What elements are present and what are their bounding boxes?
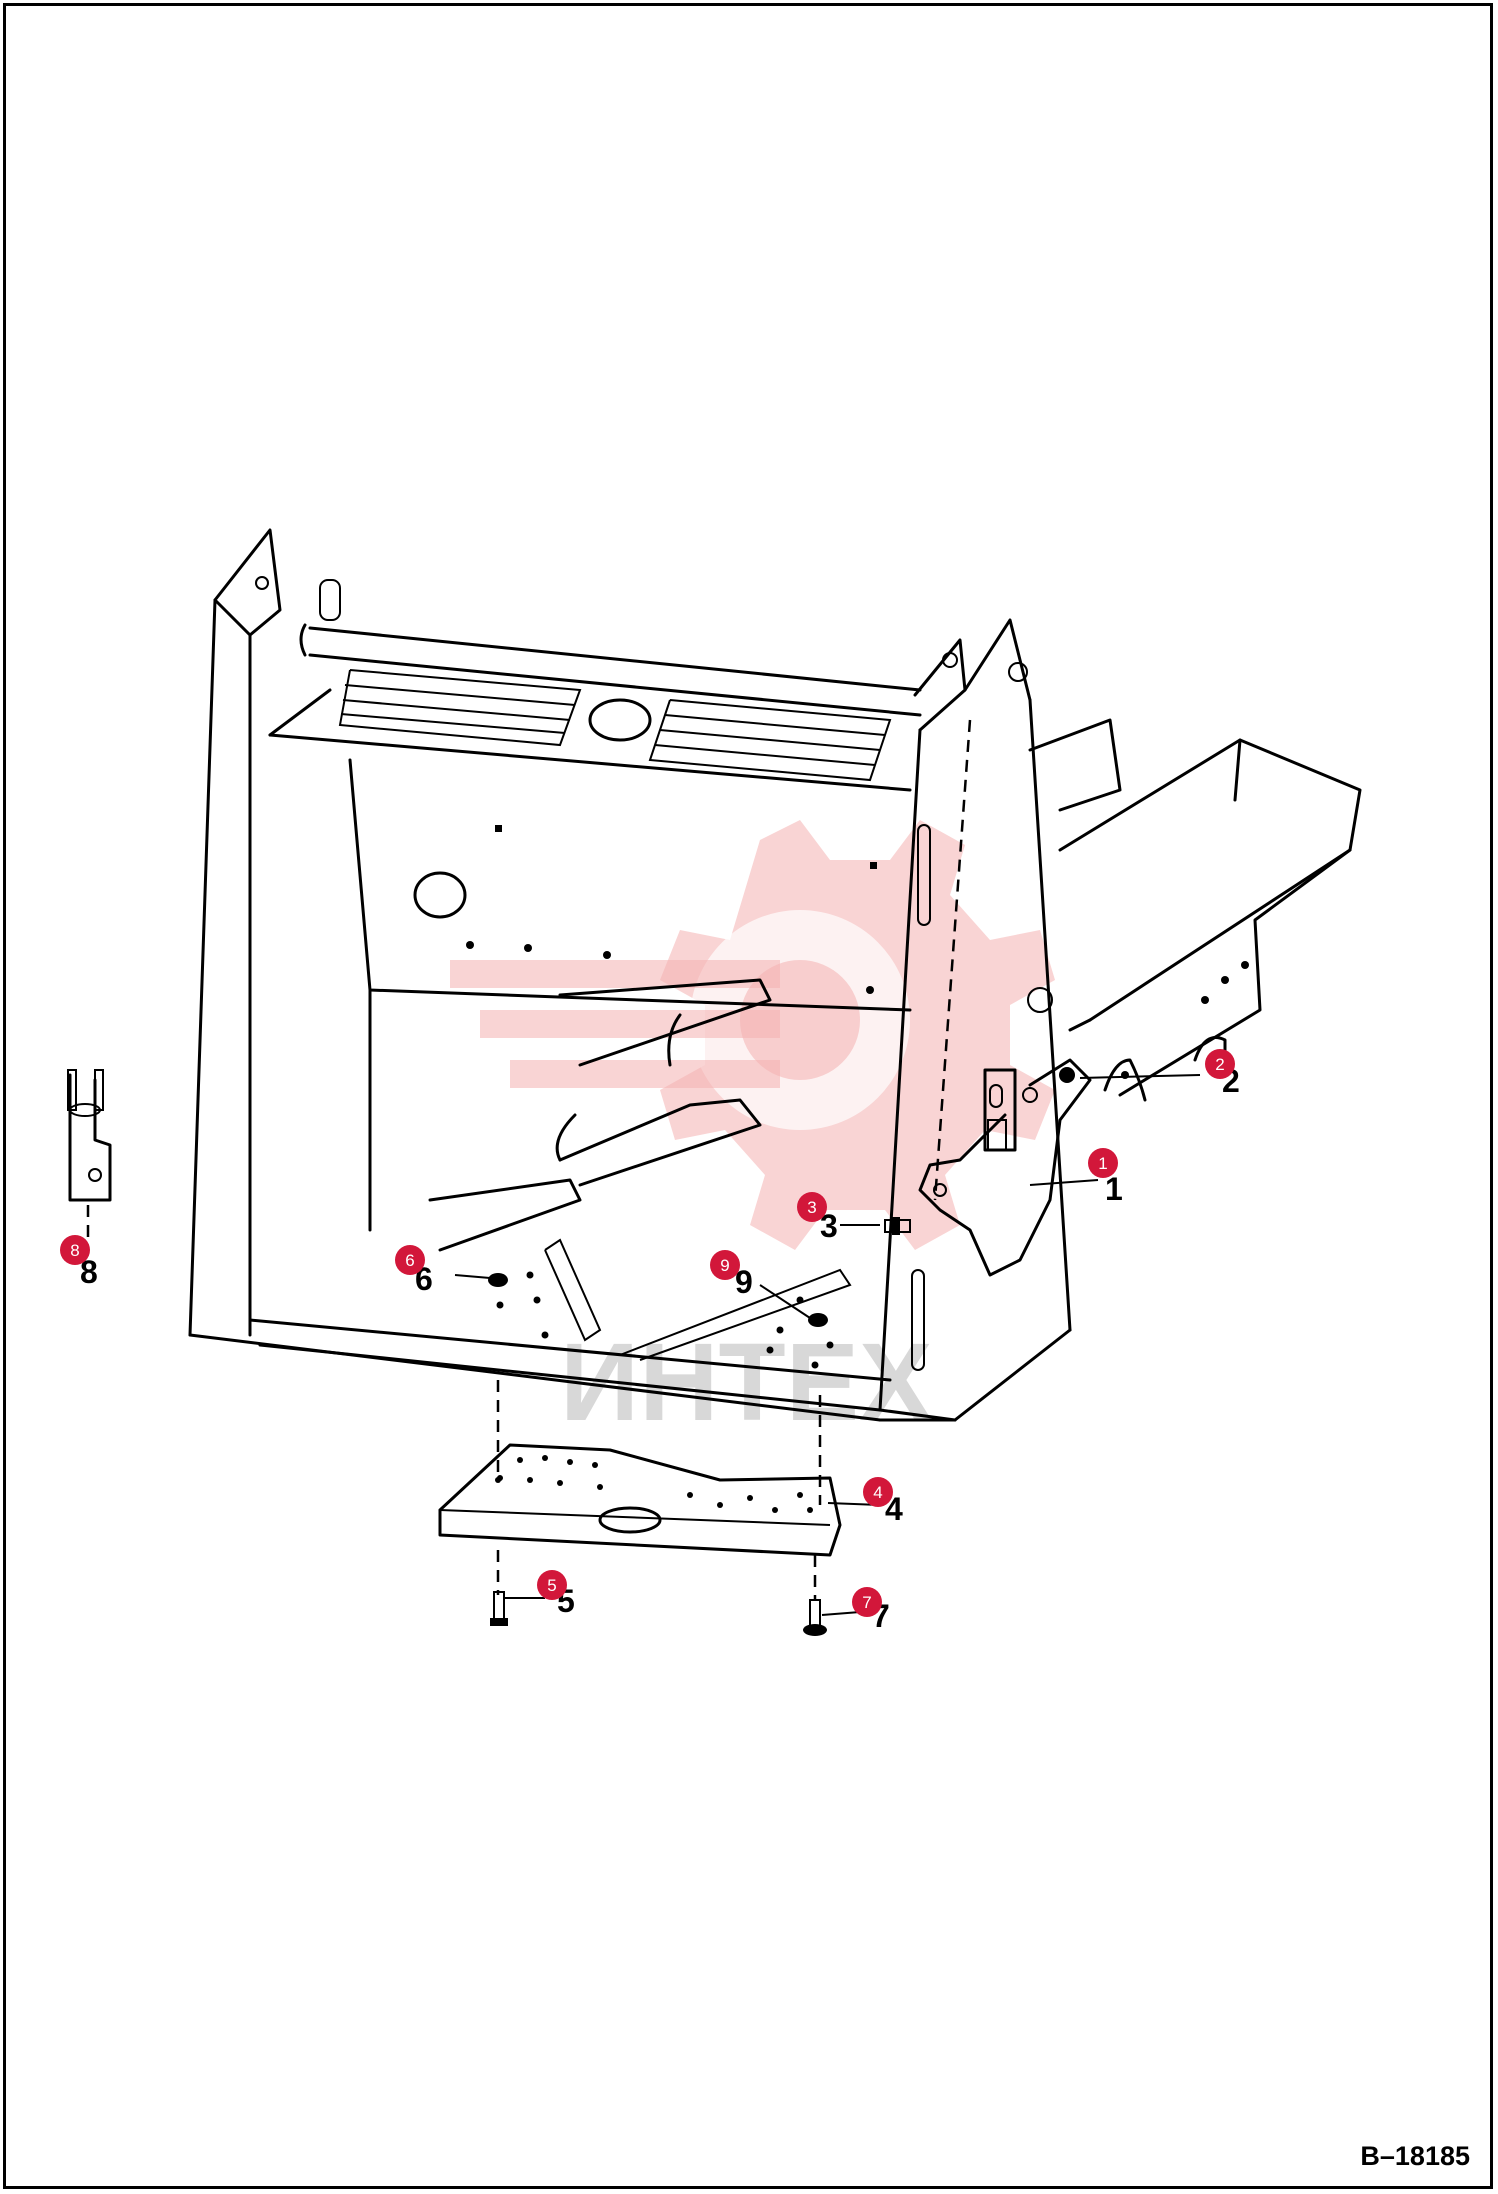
item-number-3: 3 (820, 1208, 838, 1244)
callout-1-label: 1 (1098, 1154, 1107, 1173)
callout-2[interactable]: 2 (1205, 1049, 1235, 1079)
callout-7[interactable]: 7 (852, 1587, 882, 1617)
callout-3[interactable]: 3 (797, 1192, 827, 1222)
callout-bubbles: 1 2 3 4 5 6 7 8 (60, 1049, 1235, 1617)
callout-1[interactable]: 1 (1088, 1148, 1118, 1178)
callout-9[interactable]: 9 (710, 1250, 740, 1280)
loader-frame-assembly (188, 528, 1362, 1422)
bolt-icon (490, 1591, 508, 1626)
item-number-1: 1 (1105, 1171, 1123, 1207)
callout-4-label: 4 (873, 1483, 882, 1502)
item-number-9: 9 (735, 1264, 753, 1300)
bottom-plate (438, 1443, 842, 1557)
callout-7-label: 7 (862, 1593, 871, 1612)
figure-id: B–18185 (1360, 2141, 1470, 2171)
callout-6-label: 6 (405, 1251, 414, 1270)
bolt-icon (803, 1599, 827, 1636)
watermark-gear-icon (450, 820, 1055, 1250)
callout-8[interactable]: 8 (60, 1235, 90, 1265)
callout-4[interactable]: 4 (863, 1477, 893, 1507)
callout-8-label: 8 (70, 1241, 79, 1260)
callout-5[interactable]: 5 (537, 1570, 567, 1600)
callout-6[interactable]: 6 (395, 1245, 425, 1275)
callout-3-label: 3 (807, 1198, 816, 1217)
latch-part (67, 1069, 112, 1240)
callout-5-label: 5 (547, 1576, 556, 1595)
callout-9-label: 9 (720, 1256, 729, 1275)
bolt-icon (884, 1217, 911, 1235)
diagram-frame (3, 3, 1493, 2189)
callout-2-label: 2 (1215, 1055, 1224, 1074)
item-number-8: 8 (80, 1254, 98, 1290)
